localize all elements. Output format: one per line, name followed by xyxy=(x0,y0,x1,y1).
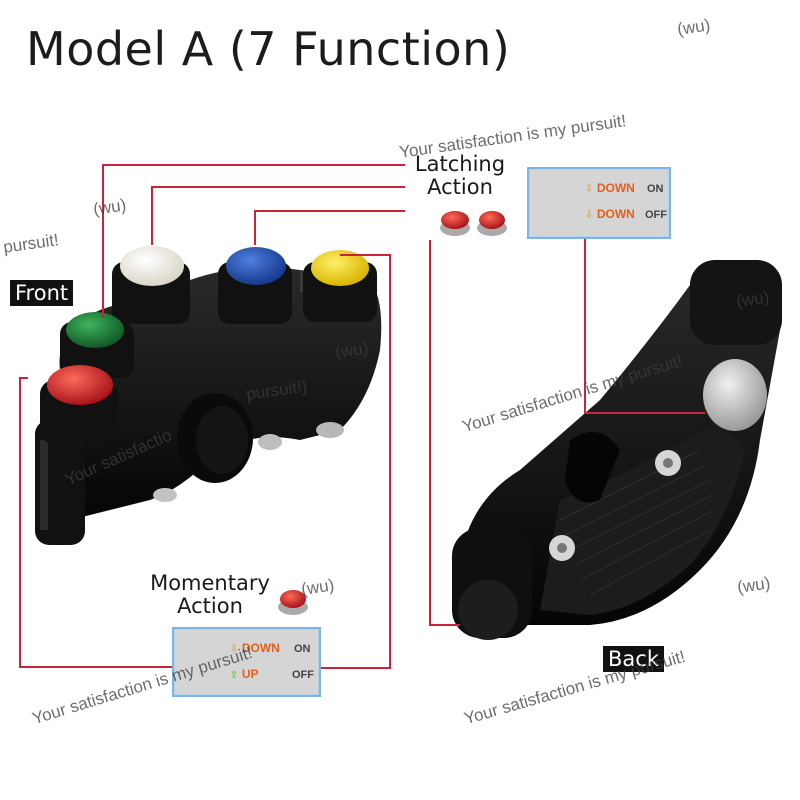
down-arrow-icon: ⇩ xyxy=(585,181,593,196)
latching-line-2: Action xyxy=(427,175,493,199)
front-label: Front xyxy=(10,280,74,306)
back-label: Back xyxy=(603,646,664,672)
green-button xyxy=(66,312,124,348)
mom-row-1: ⇩DOWN xyxy=(230,641,280,656)
front-switch-assembly xyxy=(35,246,382,545)
state-text: OFF xyxy=(645,209,667,221)
direction-text: DOWN xyxy=(241,641,280,655)
latch-row-1: ⇩DOWN xyxy=(585,181,635,196)
direction-text: DOWN xyxy=(596,181,635,195)
latching-red-buttons xyxy=(440,211,507,236)
down-arrow-icon: ⇩ xyxy=(585,207,593,222)
momentary-panel: ⇩DOWN ON ⇧UP OFF xyxy=(172,627,321,697)
red-button xyxy=(47,365,113,405)
latching-panel: ⇩DOWN ON ⇩DOWN OFF xyxy=(527,167,671,239)
white-button xyxy=(120,246,184,286)
mom-row-2: ⇧UP xyxy=(230,667,259,682)
state-text: OFF xyxy=(292,669,314,681)
momentary-red-button xyxy=(278,590,308,615)
down-arrow-icon: ⇩ xyxy=(230,641,238,656)
yellow-button xyxy=(311,250,369,286)
back-switch-assembly xyxy=(452,260,782,640)
latching-action-label: Latching Action xyxy=(405,153,515,199)
up-arrow-icon: ⇧ xyxy=(230,667,238,682)
blue-button xyxy=(226,247,286,285)
state-text: ON xyxy=(647,183,664,195)
page-title: Model A (7 Function) xyxy=(26,22,511,76)
latch-row-2: ⇩DOWN xyxy=(585,207,635,222)
state-text: ON xyxy=(294,643,311,655)
direction-text: DOWN xyxy=(596,207,635,221)
momentary-line-2: Action xyxy=(177,594,243,618)
momentary-line-1: Momentary xyxy=(150,571,270,595)
momentary-action-label: Momentary Action xyxy=(140,572,280,618)
callout-lines xyxy=(19,164,705,669)
latching-line-1: Latching xyxy=(414,152,506,176)
direction-text: UP xyxy=(241,667,259,681)
grey-button xyxy=(703,359,767,431)
